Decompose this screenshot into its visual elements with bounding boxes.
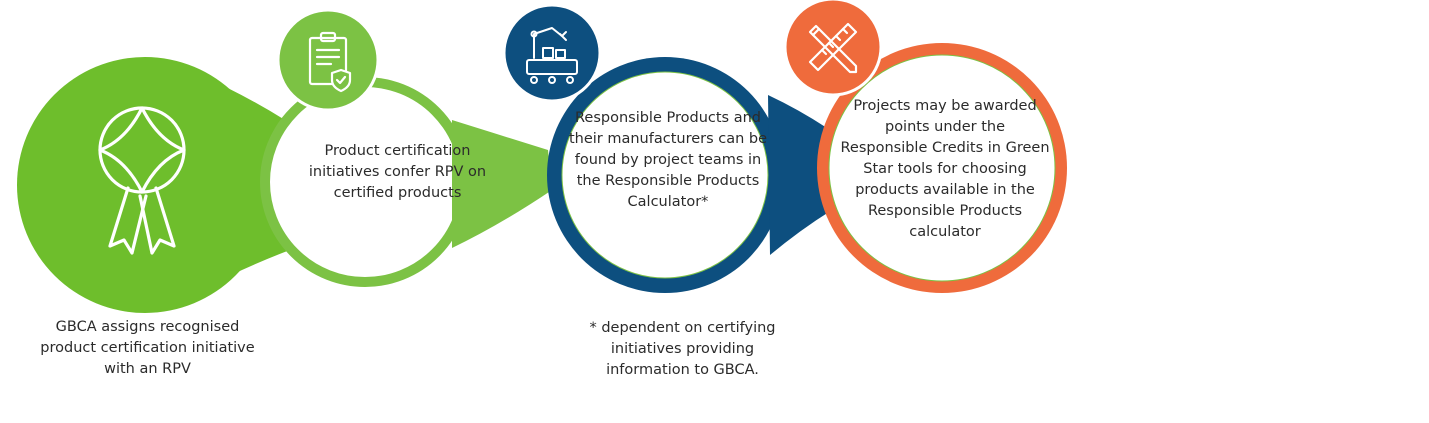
calculator-badge xyxy=(502,3,602,103)
clipboard-shield-icon xyxy=(308,31,352,93)
certification-badge xyxy=(276,8,380,112)
award-ribbon-icon xyxy=(98,106,186,255)
pencil-ruler-icon xyxy=(808,22,858,74)
connector-blue-to-orange xyxy=(768,95,832,255)
connector-green-to-blue xyxy=(452,120,552,248)
gbca-caption: GBCA assigns recognised product certific… xyxy=(40,319,255,377)
certification-text: Product certification initiatives confer… xyxy=(308,143,487,201)
footnote: * dependent on certifying initiatives pr… xyxy=(589,320,776,378)
green-star-text: Projects may be awarded points under the… xyxy=(840,98,1050,240)
green-star-badge xyxy=(783,0,883,97)
robot-arm-factory-icon xyxy=(526,27,578,84)
calculator-text: Responsible Products and their manufactu… xyxy=(568,110,768,210)
